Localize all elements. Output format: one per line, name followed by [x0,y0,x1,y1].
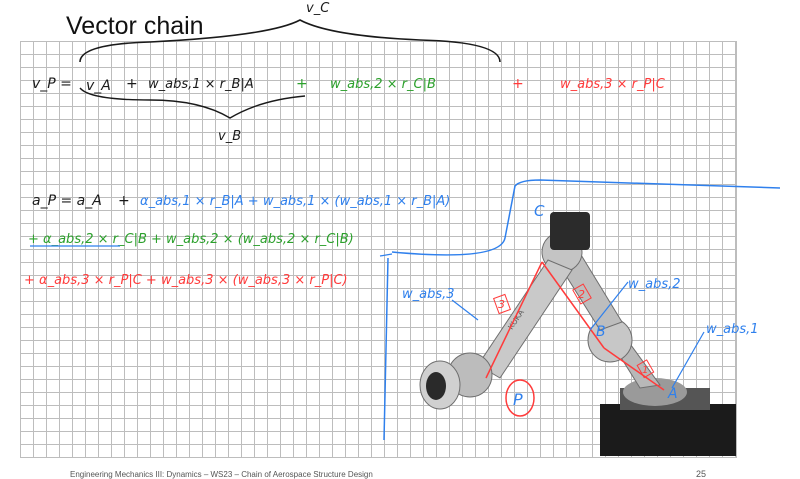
vp-term-w1: w_abs,1 × r_B|A [148,77,254,92]
slide-title: Vector chain [66,12,204,40]
w2-arrow [589,281,629,331]
vp-term-w2: w_abs,2 × r_C|B [330,77,436,92]
page-number: 25 [696,469,707,479]
vp-plus1: + [126,76,138,92]
brace-vc [79,19,501,63]
blue-horizontal [30,245,393,257]
point-p-circle [505,379,535,417]
segment-2-label: 2 [578,288,585,301]
w-abs-3-label: w_abs,3 [402,287,455,302]
vp-lhs: v_P = [32,76,72,92]
vp-term-va: v_A [86,78,111,94]
point-c-label: C [534,202,545,220]
point-b-label: B [596,324,606,340]
point-p-label: P [513,390,523,409]
segment-1-label: 1 [642,365,648,376]
brace-vc-label: v_C [306,1,330,16]
segment-1-line [603,347,665,391]
vp-plus3: + [512,76,524,92]
ap-line1-blue: α_abs,1 × r_B|A + w_abs,1 × (w_abs,1 × r… [140,194,450,209]
slide-footer: Engineering Mechanics III: Dynamics – WS… [70,470,373,479]
brace-vb [79,87,306,119]
vp-term-w3: w_abs,3 × r_P|C [560,77,666,92]
blue-vertical [383,257,389,441]
w-abs-2-label: w_abs,2 [628,277,681,292]
segment-3-line [485,261,543,379]
w-abs-1-label: w_abs,1 [706,322,759,337]
ap-plus: + [118,193,130,209]
ap-line3: + α_abs,3 × r_P|C + w_abs,3 × (w_abs,3 ×… [24,273,348,288]
vp-plus2: + [296,76,308,92]
grid-paper [20,41,737,458]
segment-3-label: 3 [498,298,505,311]
blue-bracket [391,179,781,256]
segment-2-line [541,261,605,349]
point-a-label: A [667,386,678,402]
robot-image: KUKA [419,212,736,456]
w1-arrow [671,331,705,389]
ap-lhs: a_P = a_A [32,193,102,209]
brace-vb-label: v_B [218,129,241,144]
w3-arrow [451,299,479,321]
ap-line2: + α_abs,2 × r_C|B + w_abs,2 × (w_abs,2 ×… [28,232,354,247]
